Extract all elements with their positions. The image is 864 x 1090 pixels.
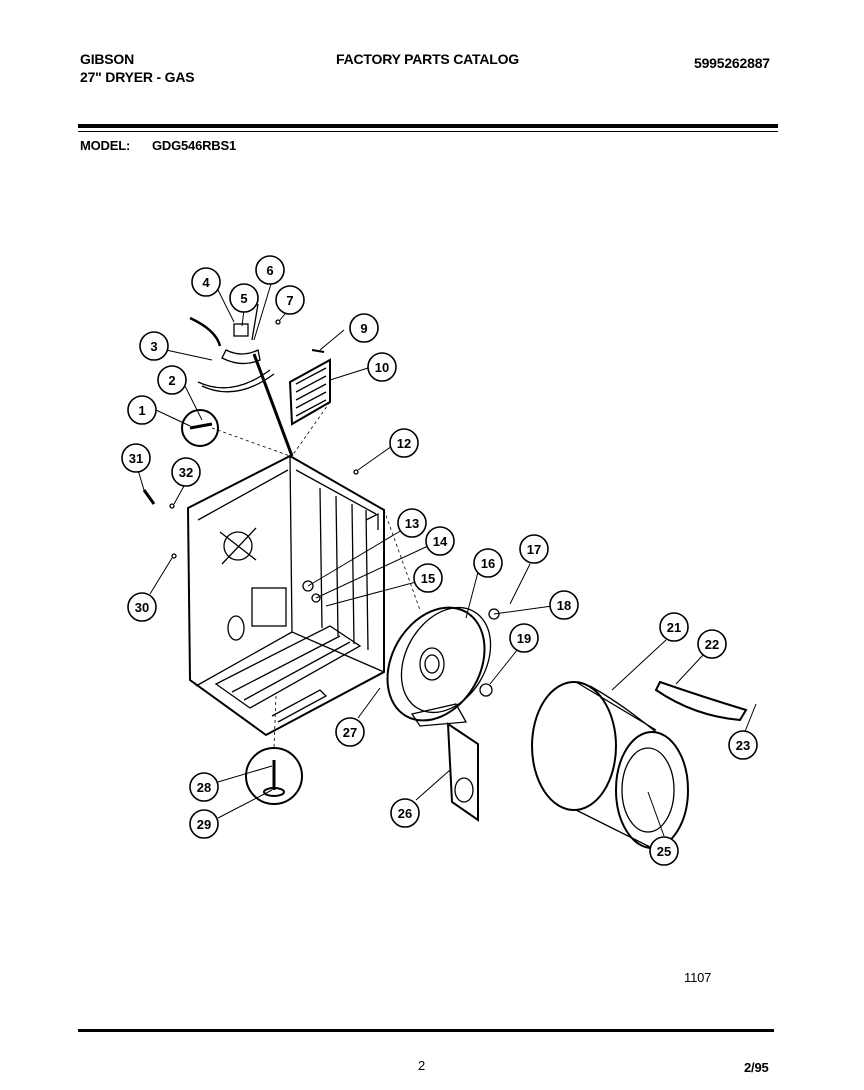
cabinet-frame bbox=[186, 454, 385, 737]
header-rule-thick bbox=[78, 124, 778, 128]
callout-31: 31 bbox=[129, 451, 143, 466]
model-number: GDG546RBS1 bbox=[152, 138, 236, 153]
guide-lines bbox=[211, 401, 421, 749]
part-1-detail bbox=[181, 409, 219, 447]
callout-21: 21 bbox=[667, 620, 681, 635]
callout-18: 18 bbox=[557, 598, 571, 613]
callout-23: 23 bbox=[736, 738, 750, 753]
callout-6: 6 bbox=[266, 263, 273, 278]
callout-3: 3 bbox=[150, 339, 157, 354]
leader-lines bbox=[137, 283, 757, 837]
callout-17: 17 bbox=[527, 542, 541, 557]
diagram-artwork bbox=[142, 303, 748, 851]
callout-10: 10 bbox=[375, 360, 389, 375]
callout-5: 5 bbox=[240, 291, 247, 306]
lint-screen bbox=[288, 358, 331, 426]
callout-28: 28 bbox=[197, 780, 211, 795]
header-rule-thin bbox=[78, 131, 778, 132]
callout-circles bbox=[121, 255, 758, 866]
callout-26: 26 bbox=[398, 806, 412, 821]
date-code: 2/95 bbox=[744, 1060, 769, 1075]
callout-29: 29 bbox=[197, 817, 211, 832]
callout-2: 2 bbox=[168, 373, 175, 388]
drum-baffle bbox=[654, 680, 748, 722]
page-number: 2 bbox=[418, 1058, 426, 1073]
callout-19: 19 bbox=[517, 631, 531, 646]
callout-15: 15 bbox=[421, 571, 435, 586]
catalog-number: 5995262887 bbox=[694, 55, 770, 71]
callout-labels: 1 2 3 4 5 6 7 9 10 12 13 14 15 16 17 18 … bbox=[129, 263, 750, 859]
callout-25: 25 bbox=[657, 844, 671, 859]
callout-30: 30 bbox=[135, 600, 149, 615]
callout-22: 22 bbox=[705, 637, 719, 652]
lower-panel bbox=[446, 722, 479, 822]
callout-7: 7 bbox=[286, 293, 293, 308]
leveling-leg-detail bbox=[245, 747, 303, 805]
model-label: MODEL: bbox=[80, 138, 131, 153]
callout-12: 12 bbox=[397, 436, 411, 451]
callout-1: 1 bbox=[138, 403, 145, 418]
catalog-title: FACTORY PARTS CATALOG bbox=[336, 51, 519, 67]
front-bulkhead bbox=[386, 606, 492, 727]
top-assembly bbox=[189, 303, 294, 457]
callout-32: 32 bbox=[179, 465, 193, 480]
dryer-drum bbox=[531, 681, 689, 851]
callout-14: 14 bbox=[433, 534, 448, 549]
callout-9: 9 bbox=[360, 321, 367, 336]
figure-code: 1107 bbox=[684, 970, 712, 985]
callout-4: 4 bbox=[202, 275, 210, 290]
callout-16: 16 bbox=[481, 556, 495, 571]
brand-name: GIBSON bbox=[80, 51, 135, 67]
callout-27: 27 bbox=[343, 725, 357, 740]
product-description: 27" DRYER - GAS bbox=[80, 69, 195, 85]
callout-13: 13 bbox=[405, 516, 419, 531]
footer-rule bbox=[78, 1029, 774, 1032]
